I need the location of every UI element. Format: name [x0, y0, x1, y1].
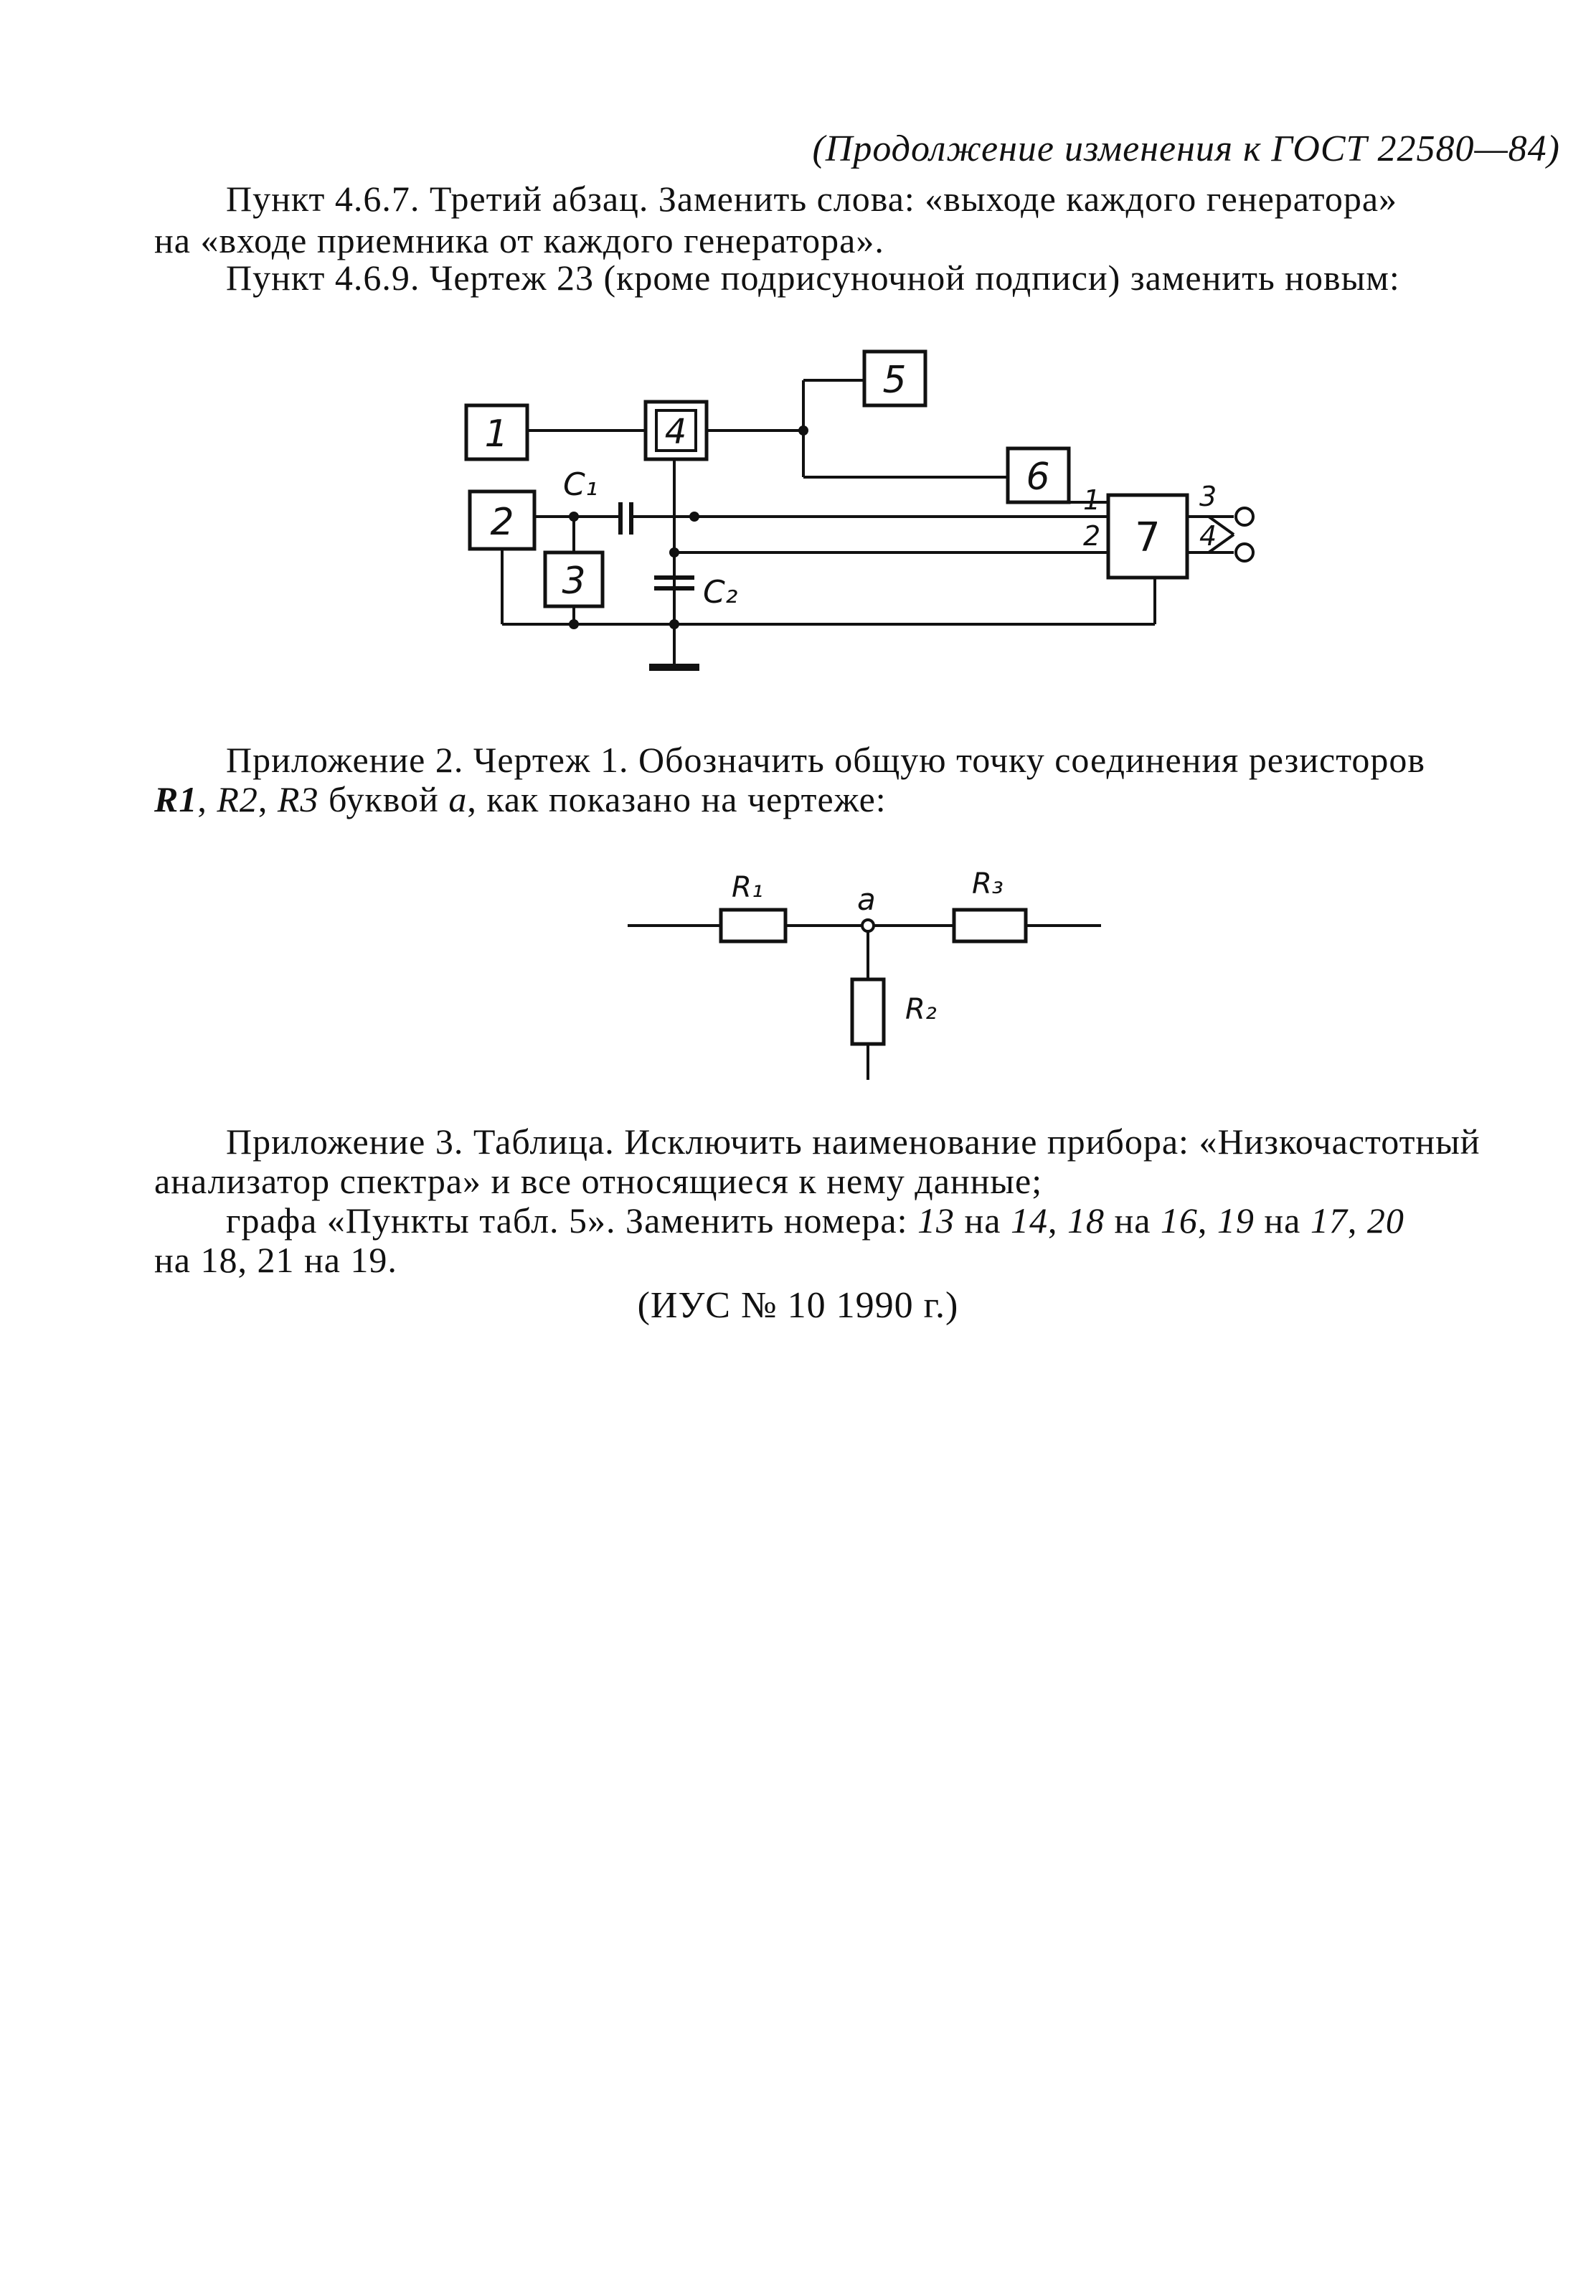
- block-2: [468, 489, 537, 551]
- block-7-label: 7: [1135, 514, 1161, 561]
- resistor-r1-label: R₁: [732, 871, 763, 904]
- p5-line2: на 18, 21 на 19.: [154, 1240, 397, 1280]
- paragraph-4-6-9: Пункт 4.6.9. Чертеж 23 (кроме подрисуноч…: [154, 257, 1560, 298]
- p1-line1: Пункт 4.6.7. Третий абзац. Заменить слов…: [226, 179, 1398, 219]
- pin-1-label: 1: [1083, 484, 1100, 516]
- block-2-label: 2: [490, 501, 514, 544]
- pin-4-label: 4: [1199, 520, 1217, 552]
- block-1: [464, 403, 529, 461]
- paragraph-4-6-7: Пункт 4.6.7. Третий абзац. Заменить слов…: [154, 178, 1560, 220]
- resistor-r3-ref: R3: [277, 779, 319, 819]
- source-reference: (ИУС № 10 1990 г.): [637, 1285, 959, 1326]
- node-a-ref: a: [448, 779, 468, 819]
- block-3: [543, 550, 605, 608]
- node-a-dot: [861, 918, 875, 933]
- paragraph-column-items-cont: на 18, 21 на 19.: [154, 1239, 1560, 1281]
- paragraph-appendix-3-cont: анализатор спектра» и все относящиеся к …: [154, 1160, 1560, 1202]
- resistor-r3: [952, 908, 1028, 944]
- p5-start: графа «Пункты табл. 5». Заменить номера:: [226, 1200, 917, 1241]
- p3-mid: буквой: [318, 779, 449, 819]
- block-7: [1106, 493, 1189, 580]
- node-a-label: a: [857, 882, 876, 917]
- block-3-label: 3: [562, 560, 585, 603]
- p3-line1: Приложение 2. Чертеж 1. Обозначить общую…: [226, 740, 1426, 780]
- resistor-r1: [719, 908, 788, 944]
- block-4-inner: [655, 409, 697, 452]
- p4-line2: анализатор спектра» и все относящиеся к …: [154, 1161, 1043, 1201]
- paragraph-column-items: графа «Пункты табл. 5». Заменить номера:…: [226, 1200, 1404, 1241]
- paragraph-appendix-2-cont: R1, R2, R3 буквой a, как показано на чер…: [154, 779, 887, 819]
- resistor-r2: [850, 977, 886, 1046]
- resistor-r1-ref: R1: [154, 779, 198, 819]
- resistor-r2-ref: R2: [217, 779, 258, 819]
- pin-3-label: 3: [1199, 481, 1217, 512]
- paragraph-appendix-3: Приложение 3. Таблица. Исключить наимено…: [154, 1121, 1560, 1162]
- pin-2-label: 2: [1083, 520, 1100, 552]
- block-6-label: 6: [1026, 456, 1049, 499]
- p3-end: , как показано на чертеже:: [467, 779, 887, 819]
- block-5-label: 5: [882, 359, 906, 402]
- block-5: [862, 349, 927, 408]
- resistor-r3-label: R₃: [972, 867, 1004, 900]
- p1-line2: на «входе приемника от каждого генератор…: [154, 220, 884, 260]
- p4-line1: Приложение 3. Таблица. Исключить наимено…: [226, 1121, 1481, 1162]
- capacitor-c2-label: C₂: [703, 574, 737, 611]
- continuation-header: (Продолжение изменения к ГОСТ 22580—84): [812, 128, 1560, 169]
- resistor-r2-label: R₂: [905, 993, 937, 1026]
- block-1-label: 1: [484, 413, 508, 456]
- p2-text: Пункт 4.6.9. Чертеж 23 (кроме подрисуноч…: [226, 258, 1400, 298]
- capacitor-c1-label: C₁: [563, 466, 598, 503]
- paragraph-appendix-2: Приложение 2. Чертеж 1. Обозначить общую…: [154, 739, 1560, 781]
- block-4-label: 4: [665, 412, 687, 452]
- block-6: [1006, 446, 1071, 504]
- paragraph-4-6-7-cont: на «входе приемника от каждого генератор…: [154, 220, 1560, 261]
